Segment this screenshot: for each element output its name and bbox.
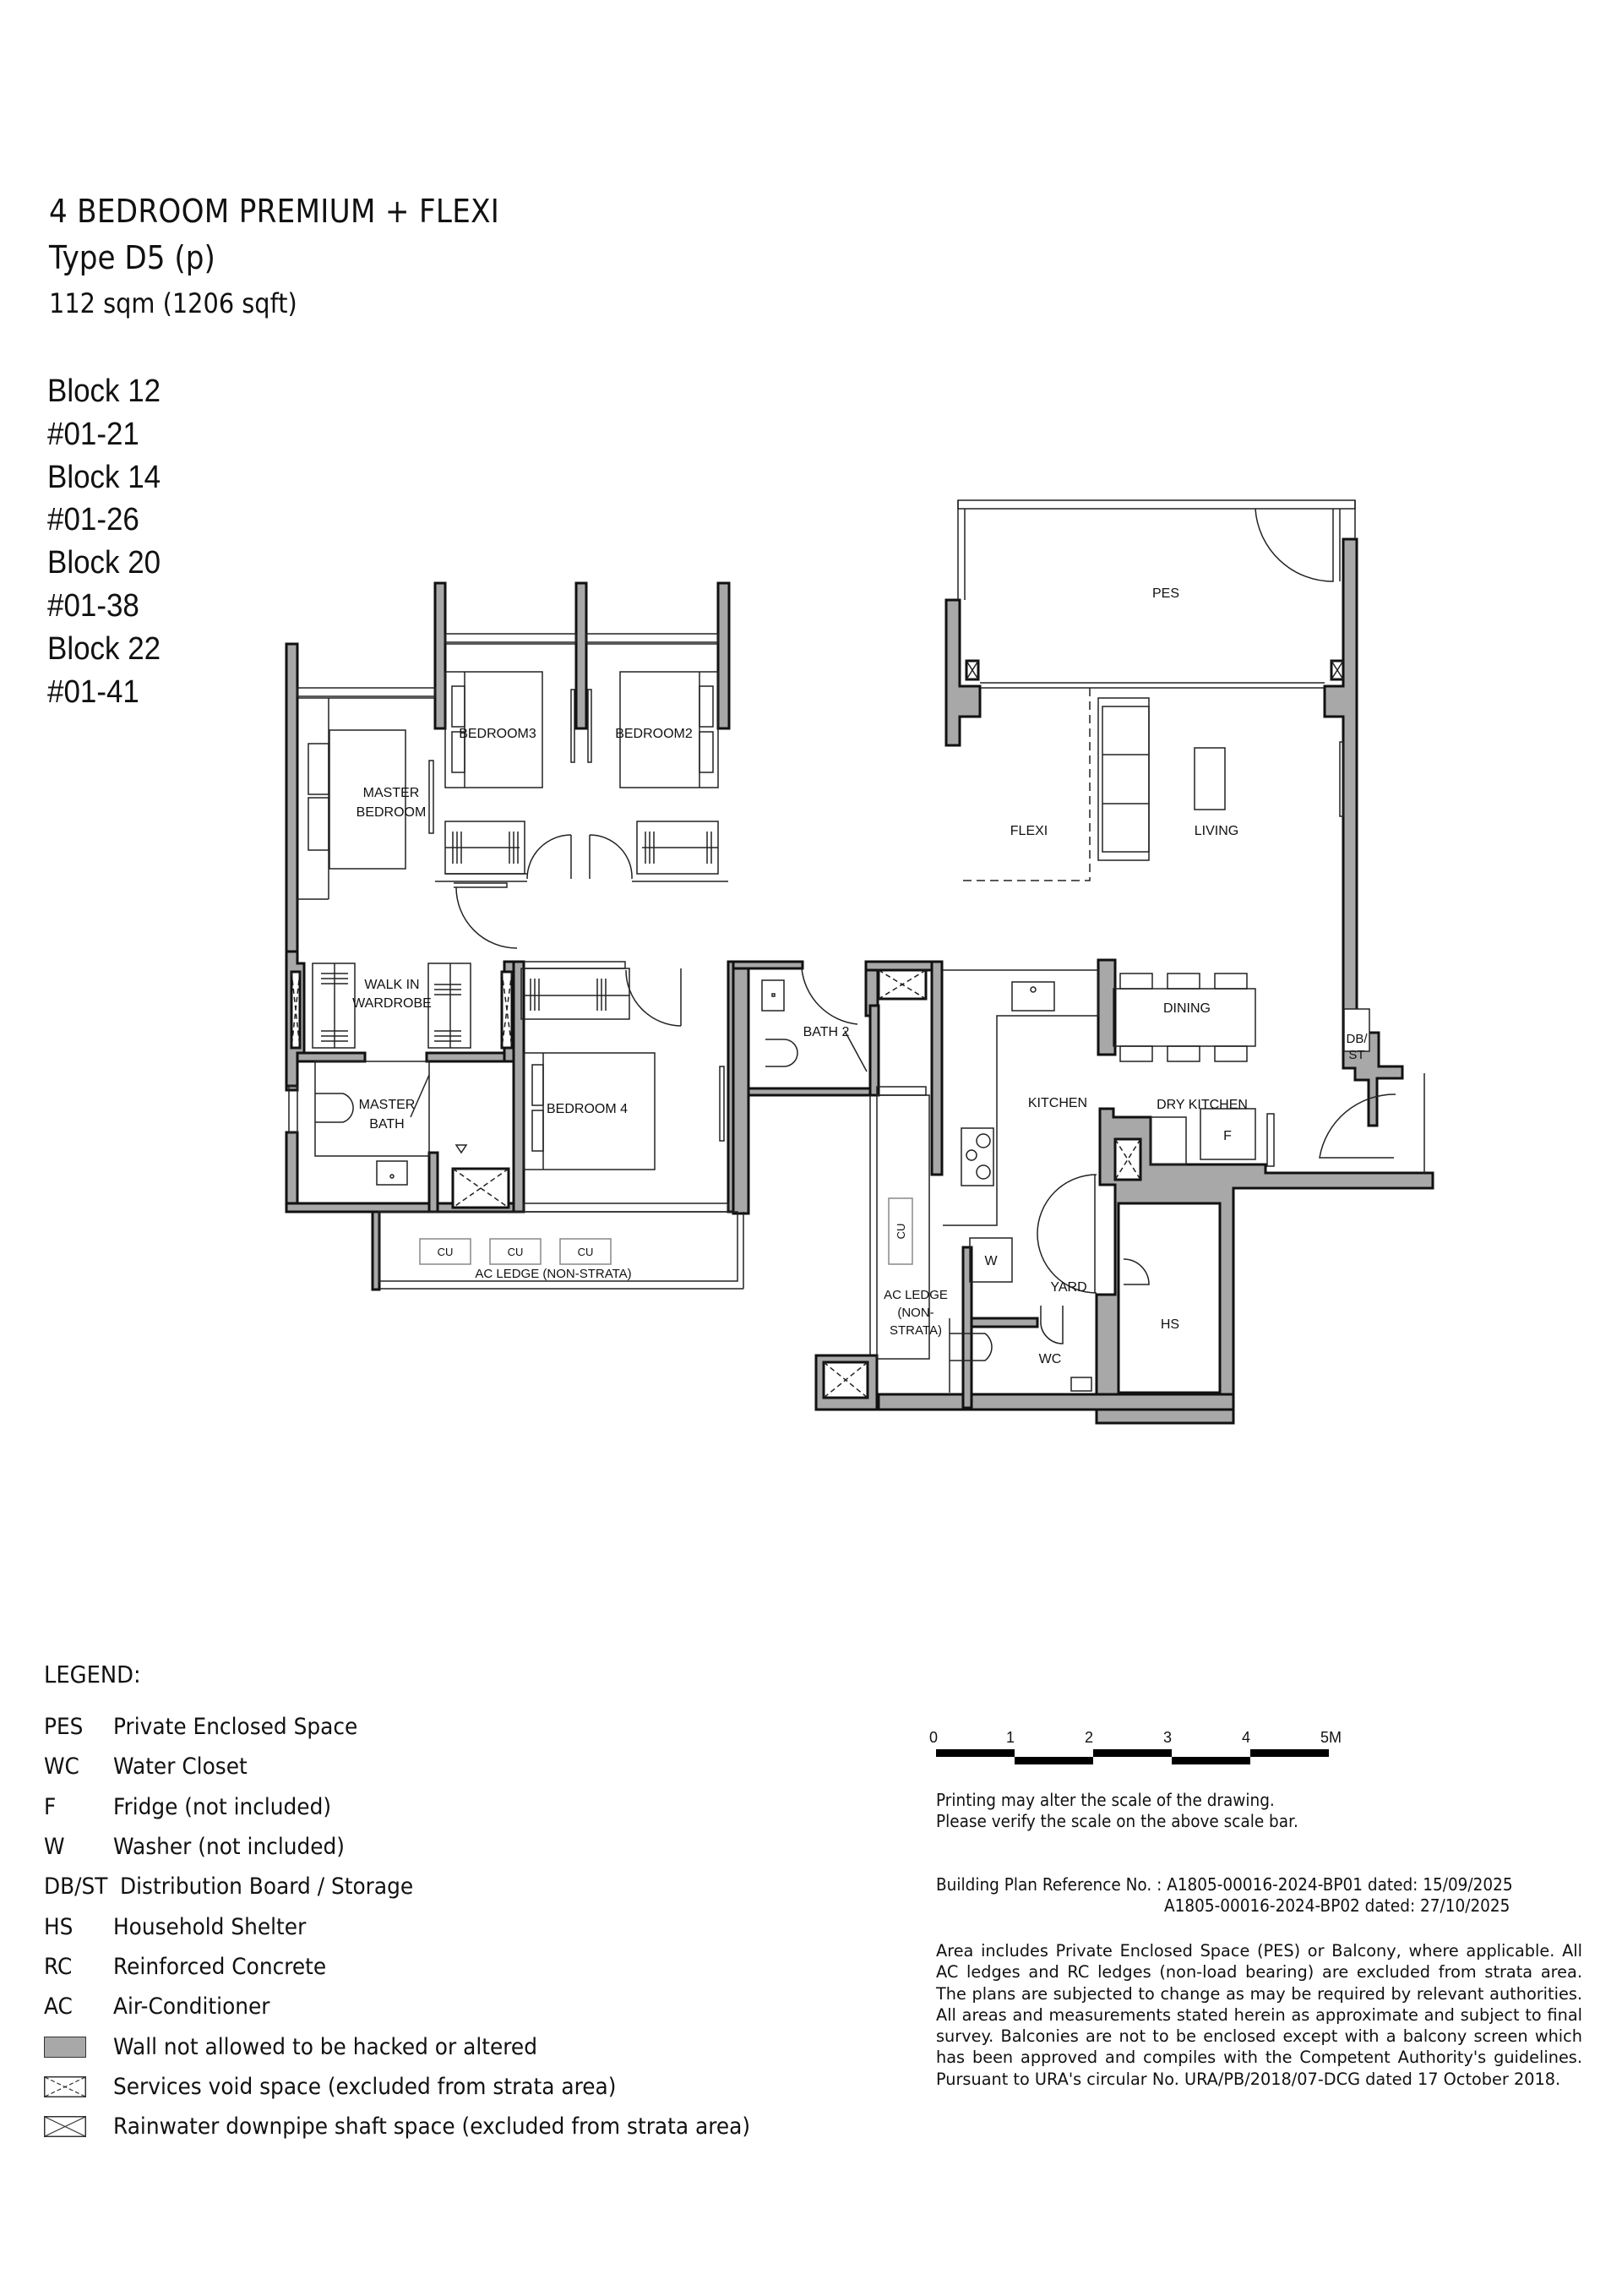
- print-note: Printing may alter the scale of the draw…: [936, 1790, 1298, 1831]
- wall-swatch-icon: [44, 2036, 86, 2058]
- room-label-flexi: FLEXI: [1010, 824, 1048, 838]
- block-label: Block 12: [47, 374, 161, 409]
- room-label-dining: DINING: [1163, 1001, 1211, 1016]
- wall: [732, 960, 750, 1215]
- legend-symbol: Wall not allowed to be hacked or altered: [44, 2026, 806, 2066]
- scale-tick-label: 2: [1085, 1729, 1094, 1746]
- disclaimer-text: Area includes Private Enclosed Space (PE…: [936, 1941, 1582, 2089]
- room-label-hs: HS: [1161, 1317, 1179, 1332]
- wall: [1097, 958, 1117, 1056]
- room-label-ac-ledge: STRATA): [890, 1323, 942, 1338]
- wall: [747, 1087, 879, 1097]
- scale-bar: 0 1 2 3 4 5M: [929, 1729, 1369, 1773]
- block-label: Block 20: [47, 545, 161, 581]
- block-label: Block 14: [47, 459, 161, 495]
- legend-item: WC Water Closet: [44, 1753, 248, 1781]
- cu-label: CU: [895, 1224, 907, 1240]
- wall: [574, 581, 588, 730]
- room-label-master-bath: MASTER: [359, 1098, 416, 1112]
- room-label-ac-ledge: (NON-: [897, 1306, 933, 1320]
- room-label-master-bath: BATH: [369, 1117, 404, 1132]
- cu-label: CU: [438, 1246, 454, 1258]
- wall: [371, 1210, 381, 1291]
- legend-item: F Fridge (not included): [44, 1793, 332, 1820]
- unit-number: #01-41: [47, 674, 139, 710]
- legend-item: AC Air-Conditioner: [44, 1993, 270, 2021]
- room-label-dry-kitchen: DRY KITCHEN: [1157, 1098, 1248, 1112]
- scale-tick-label: 3: [1163, 1729, 1173, 1746]
- wall: [427, 1151, 439, 1213]
- room-label-walk-in: WARDROBE: [352, 996, 432, 1011]
- wall: [1323, 537, 1358, 1016]
- rainwater-shaft-icon: [44, 2116, 86, 2138]
- wall: [944, 598, 982, 747]
- wall: [433, 581, 447, 730]
- room-label-dbst: ST: [1348, 1048, 1364, 1062]
- wall: [285, 642, 299, 953]
- wall: [877, 1393, 1235, 1411]
- bp-ref-1: A1805-00016-2024-BP01 dated: 15/09/2025: [1167, 1874, 1513, 1895]
- room-label-living: LIVING: [1195, 824, 1238, 838]
- room-label-kitchen: KITCHEN: [1028, 1096, 1087, 1110]
- bp-ref-2: A1805-00016-2024-BP02 dated: 27/10/2025: [1164, 1895, 1510, 1916]
- scale-bar-graphic: [936, 1749, 1329, 1764]
- scale-tick-label: 5M: [1320, 1729, 1342, 1746]
- scale-tick-label: 4: [1242, 1729, 1251, 1746]
- unit-area: 112 sqm (1206 sqft): [49, 287, 297, 319]
- wall: [296, 1051, 367, 1063]
- services-void: [1113, 1137, 1142, 1181]
- wall: [868, 1004, 880, 1097]
- plan-title: 4 BEDROOM PREMIUM + FLEXI: [49, 193, 500, 230]
- scale-tick-label: 0: [929, 1729, 939, 1746]
- fridge-label: F: [1223, 1129, 1232, 1143]
- legend-symbol: Rainwater downpipe shaft space (excluded…: [44, 2107, 806, 2146]
- room-label-bedroom4: BEDROOM 4: [547, 1102, 628, 1116]
- legend-item: W Washer (not included): [44, 1834, 346, 1861]
- unit-number: #01-38: [47, 587, 139, 624]
- legend-symbol: Services void space (excluded from strat…: [44, 2067, 806, 2107]
- unit-number: #01-21: [47, 416, 139, 452]
- scale-tick-label: 1: [1006, 1729, 1015, 1746]
- services-void-icon: [44, 2075, 86, 2097]
- room-label-master-bedroom: BEDROOM: [357, 805, 427, 820]
- room-label-bath2: BATH 2: [803, 1025, 850, 1039]
- room-label-wc: WC: [1039, 1352, 1062, 1366]
- legend-item: RC Reinforced Concrete: [44, 1953, 327, 1980]
- wall: [285, 1131, 299, 1213]
- room-label-yard: YARD: [1050, 1280, 1086, 1295]
- legend-title: LEGEND:: [44, 1661, 141, 1688]
- room-label-pes: PES: [1152, 586, 1179, 601]
- wall: [965, 1317, 1039, 1328]
- legend-item: PES Private Enclosed Space: [44, 1714, 358, 1741]
- legend-item: DB/ST Distribution Board / Storage: [44, 1873, 414, 1901]
- wall: [732, 960, 804, 970]
- wall: [930, 960, 944, 1176]
- room-label-dbst: DB/: [1346, 1032, 1368, 1046]
- washer-label: W: [984, 1254, 998, 1268]
- wall: [716, 581, 731, 730]
- room-label-bedroom3: BEDROOM3: [459, 727, 536, 741]
- room-label-bedroom2: BEDROOM2: [615, 727, 693, 741]
- building-plan-reference: Building Plan Reference No. : A1805-0001…: [936, 1874, 1576, 1917]
- cu-label: CU: [578, 1246, 594, 1258]
- room-label-master-bedroom: MASTER: [363, 786, 420, 800]
- bp-ref-label: Building Plan Reference No. :: [936, 1874, 1162, 1895]
- unit-list: Block 12 #01-21 Block 14 #01-26 Block 20…: [47, 370, 171, 713]
- legend: LEGEND: PES Private Enclosed Space WC Wa…: [44, 1661, 806, 2146]
- room-label-ac-ledge: AC LEDGE (NON-STRATA): [475, 1267, 631, 1281]
- room-label-ac-ledge: AC LEDGE: [884, 1288, 948, 1302]
- room-label-walk-in: WALK IN: [364, 978, 419, 992]
- unit-type: Type D5 (p): [49, 239, 215, 276]
- wall: [512, 960, 525, 1213]
- wall: [961, 1246, 973, 1410]
- legend-item: HS Household Shelter: [44, 1913, 307, 1940]
- block-label: Block 22: [47, 630, 161, 667]
- unit-number: #01-26: [47, 502, 139, 538]
- cu-label: CU: [508, 1246, 524, 1258]
- household-shelter: [1117, 1202, 1222, 1394]
